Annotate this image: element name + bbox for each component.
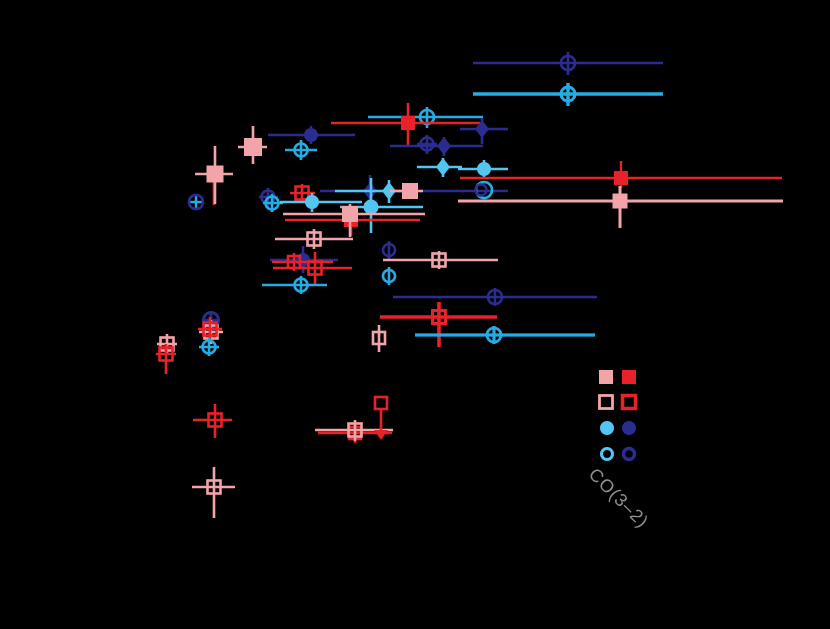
data-point <box>306 231 322 247</box>
data-point <box>304 128 318 142</box>
data-point <box>202 321 218 337</box>
legend-marker <box>622 421 636 435</box>
data-point <box>206 479 222 495</box>
data-point <box>371 330 387 346</box>
data-point <box>382 182 396 200</box>
data-point <box>477 162 491 176</box>
data-point <box>381 242 397 258</box>
data-point <box>559 85 577 103</box>
data-point <box>293 277 309 293</box>
legend-marker <box>598 394 614 410</box>
data-point <box>437 137 451 155</box>
data-point <box>363 199 379 215</box>
data-point <box>485 326 503 344</box>
data-point <box>431 252 447 268</box>
legend-marker <box>621 446 637 462</box>
data-point <box>307 260 323 276</box>
data-point <box>305 195 319 209</box>
data-point <box>293 142 309 158</box>
down-arrow-icon <box>374 430 388 440</box>
legend-marker <box>600 447 614 461</box>
data-point <box>201 339 217 355</box>
data-point <box>206 165 224 183</box>
data-point <box>614 171 628 185</box>
data-point <box>187 193 205 211</box>
legend-marker <box>620 393 638 411</box>
data-point <box>381 268 397 284</box>
data-point <box>402 183 418 199</box>
data-point <box>559 54 577 72</box>
data-point <box>244 138 262 156</box>
upper-limit-marker <box>373 395 389 411</box>
legend-marker <box>599 370 613 384</box>
data-point <box>401 116 415 130</box>
data-point <box>207 412 223 428</box>
data-point <box>486 288 504 306</box>
data-point <box>436 158 450 176</box>
data-point <box>294 185 310 201</box>
data-point <box>475 120 489 138</box>
data-point <box>612 193 628 209</box>
legend-marker <box>600 421 614 435</box>
data-point <box>419 136 435 152</box>
data-point <box>158 346 174 362</box>
data-point <box>431 309 447 325</box>
data-point <box>347 422 363 438</box>
legend-marker <box>622 370 636 384</box>
data-point <box>264 195 280 211</box>
data-point <box>474 183 488 197</box>
data-point <box>342 206 358 222</box>
